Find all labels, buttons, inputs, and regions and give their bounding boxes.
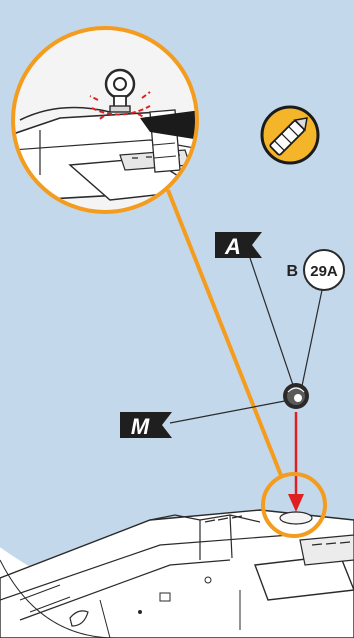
flag-m-label: M <box>131 414 150 439</box>
callout-part-number: 29A <box>310 263 338 280</box>
detail-zoom-circle <box>0 0 262 230</box>
callout-prefix: B <box>286 263 298 280</box>
part-callout: B 29A <box>286 250 344 290</box>
flag-a-label: A <box>224 234 241 259</box>
insert-arrow <box>288 412 304 512</box>
part-eyebolt <box>283 383 309 409</box>
eyebolt-icon <box>106 70 134 112</box>
flag-a: A <box>215 232 262 259</box>
utility-knife-icon <box>262 107 318 163</box>
machine-body <box>0 510 354 638</box>
flag-m: M <box>120 412 172 439</box>
